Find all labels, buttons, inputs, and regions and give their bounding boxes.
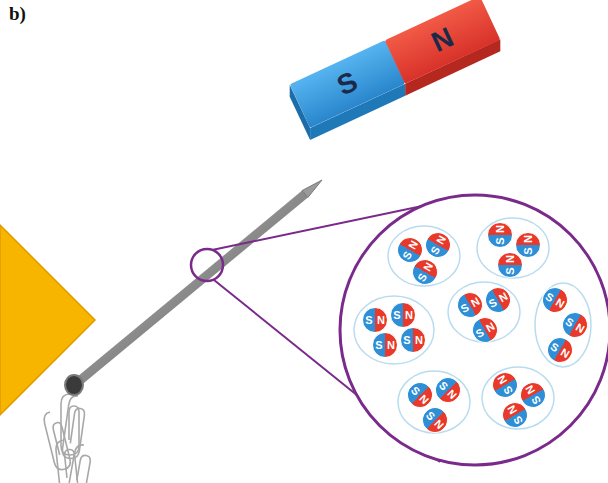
paper-clip: [61, 395, 87, 460]
nail-shaft: [78, 194, 305, 382]
domain-outline: [482, 367, 554, 429]
nail-tip: [302, 180, 322, 198]
magnifier-circle: [340, 195, 608, 465]
domain-outline: [398, 371, 470, 433]
domain-dipole: SN: [390, 302, 416, 328]
pole-letter: S: [401, 335, 413, 346]
domain-outline: [477, 218, 549, 278]
domain-outline: [448, 282, 520, 342]
pole-letter: S: [373, 340, 385, 351]
pole-letter: N: [413, 335, 425, 346]
pole-letter: S: [505, 265, 516, 277]
domain-dipole: SN: [372, 332, 398, 358]
paper-clip: [67, 444, 93, 483]
pole-letter: S: [391, 310, 403, 321]
domain-dipole: SN: [487, 222, 513, 248]
pole-letter: N: [523, 233, 534, 245]
paper-clips: [42, 394, 93, 483]
pole-letter: S: [363, 315, 375, 326]
pole-letter: N: [505, 253, 516, 265]
yellow-diamond: [0, 225, 95, 415]
panel-letter: b): [9, 3, 26, 25]
paper-clip: [42, 410, 72, 471]
domains: [354, 218, 591, 433]
pole-letter: N: [375, 315, 387, 326]
pole-letter: S: [495, 235, 506, 247]
domain-outline: [354, 296, 434, 364]
nail-head: [65, 375, 83, 395]
domain-dipole: SN: [497, 252, 523, 278]
pole-letter: N: [403, 310, 415, 321]
pole-letter: S: [333, 68, 362, 101]
domain-dipole: SN: [400, 327, 426, 353]
pole-letter: N: [495, 223, 506, 235]
pole-letter: S: [523, 245, 534, 257]
domain-outline: [388, 226, 460, 286]
pole-letter: N: [385, 340, 397, 351]
pole-letter: N: [428, 23, 458, 57]
domain-dipole: SN: [515, 232, 541, 258]
magnifier-spot: [191, 249, 223, 281]
domain-dipole: SN: [362, 307, 388, 333]
